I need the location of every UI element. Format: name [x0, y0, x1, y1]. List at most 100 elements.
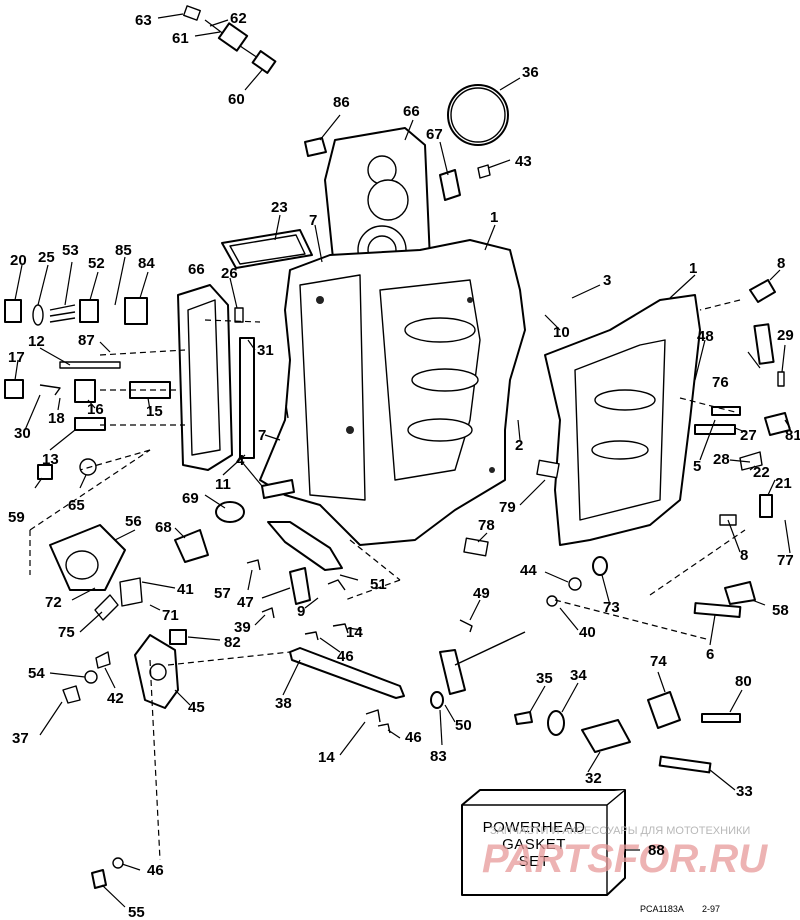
part-label: 84 — [138, 255, 155, 272]
part-label: 75 — [58, 624, 75, 641]
gasket-box-line3: SET — [519, 853, 550, 870]
part-label: 13 — [42, 451, 59, 468]
part-label: 66 — [188, 261, 205, 278]
leader-lines — [14, 13, 791, 908]
part-label: 32 — [585, 770, 602, 787]
part-label: 41 — [177, 581, 194, 598]
drawing-code-date: 2-97 — [702, 904, 720, 914]
part-label: 8 — [740, 547, 748, 564]
part-label: 88 — [648, 842, 665, 859]
part-label: 15 — [146, 403, 163, 420]
part-label: 1 — [689, 260, 697, 277]
part-label: 48 — [697, 328, 714, 345]
part-label: 55 — [128, 904, 145, 920]
part-label: 31 — [257, 342, 274, 359]
part-label: 51 — [370, 576, 387, 593]
part-label: 80 — [735, 673, 752, 690]
part-label: 78 — [478, 517, 495, 534]
part-label: 38 — [275, 695, 292, 712]
part-label: 42 — [107, 690, 124, 707]
part-label: 46 — [147, 862, 164, 879]
part-label: 44 — [520, 562, 537, 579]
part-label: 7 — [309, 212, 317, 229]
part-label: 29 — [777, 327, 794, 344]
gasket-box-line1: POWERHEAD — [483, 819, 586, 836]
part-label: 30 — [14, 425, 31, 442]
part-label: 79 — [499, 499, 516, 516]
part-label: 5 — [693, 458, 701, 475]
part-label: 54 — [28, 665, 45, 682]
part-label: 69 — [182, 490, 199, 507]
part-label: 26 — [221, 265, 238, 282]
part-label: 62 — [230, 10, 247, 27]
part-label: 7 — [258, 427, 266, 444]
part-label: 6 — [706, 646, 714, 663]
part-label: 58 — [772, 602, 789, 619]
watermark: ЗАПЧАСТИ И АКСЕССУАРЫ ДЛЯ МОТОТЕХНИКИ PA… — [482, 825, 768, 881]
part-label: 3 — [603, 272, 611, 289]
part-label: 4 — [236, 452, 245, 469]
part-label: 8 — [777, 255, 785, 272]
part-label: 59 — [8, 509, 25, 526]
part-label: 57 — [214, 585, 231, 602]
part-label: 35 — [536, 670, 553, 687]
part-labels: 63 62 61 60 36 86 66 67 43 23 7 1 20 25 … — [8, 10, 800, 920]
part-label: 71 — [162, 607, 179, 624]
part-label: 37 — [12, 730, 29, 747]
part-label: 49 — [473, 585, 490, 602]
drawing-code: PCA1183A 2-97 — [640, 904, 720, 914]
part-label: 16 — [87, 401, 104, 418]
part-label: 81 — [785, 427, 800, 444]
part-label: 53 — [62, 242, 79, 259]
part-label: 36 — [522, 64, 539, 81]
part-label: 12 — [28, 333, 45, 350]
gasket-set-box: POWERHEAD GASKET SET — [461, 789, 626, 896]
part-label: 11 — [215, 476, 231, 493]
part-label: 72 — [45, 594, 62, 611]
part-label: 40 — [579, 624, 596, 641]
part-label: 73 — [603, 599, 620, 616]
part-label: 22 — [753, 464, 770, 481]
part-label: 9 — [297, 603, 305, 620]
part-label: 46 — [337, 648, 354, 665]
gasket-box-line2: GASKET — [502, 836, 566, 853]
part-label: 63 — [135, 12, 152, 29]
part-label: 28 — [713, 451, 730, 468]
part-label: 87 — [78, 332, 95, 349]
part-label: 45 — [188, 699, 205, 716]
part-label: 74 — [650, 653, 667, 670]
drawing-code-id: PCA1183A — [640, 904, 684, 914]
part-label: 2 — [515, 437, 523, 454]
part-label: 27 — [740, 427, 757, 444]
part-label: 1 — [490, 209, 498, 226]
part-label: 50 — [455, 717, 472, 734]
part-label: 65 — [68, 497, 85, 514]
part-label: 52 — [88, 255, 105, 272]
part-label: 17 — [8, 349, 25, 366]
part-label: 76 — [712, 374, 729, 391]
part-label: 23 — [271, 199, 288, 216]
part-label: 25 — [38, 249, 55, 266]
part-label: 14 — [346, 624, 363, 641]
part-label: 14 — [318, 749, 335, 766]
part-label: 77 — [777, 552, 794, 569]
watermark-line1: ЗАПЧАСТИ И АКСЕССУАРЫ ДЛЯ МОТОТЕХНИКИ — [490, 825, 750, 837]
part-label: 85 — [115, 242, 132, 259]
part-label: 34 — [570, 667, 587, 684]
part-label: 68 — [155, 519, 172, 536]
part-label: 21 — [775, 475, 792, 492]
part-label: 33 — [736, 783, 753, 800]
part-label: 66 — [403, 103, 420, 120]
part-label: 46 — [405, 729, 422, 746]
part-label: 47 — [237, 594, 254, 611]
part-label: 67 — [426, 126, 443, 143]
part-label: 20 — [10, 252, 27, 269]
part-label: 83 — [430, 748, 447, 765]
part-label: 56 — [125, 513, 142, 530]
part-label: 82 — [224, 634, 241, 651]
part-label: 39 — [234, 619, 251, 636]
parts-artwork — [4, 5, 791, 889]
part-label: 61 — [172, 30, 189, 47]
part-label: 60 — [228, 91, 245, 108]
